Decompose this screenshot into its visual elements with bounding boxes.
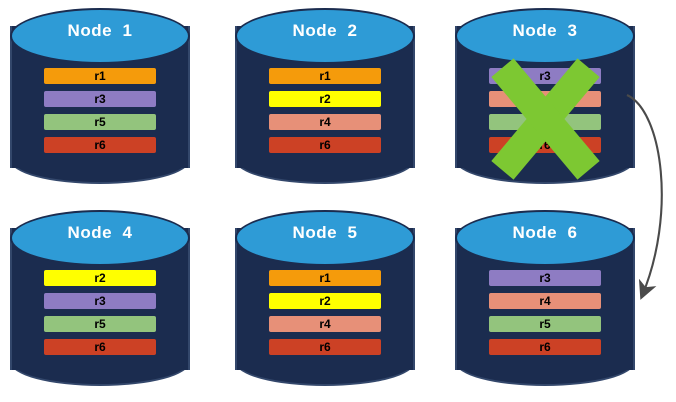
replica-bar[interactable]: r6: [269, 339, 381, 355]
node-label: Node 6: [512, 223, 578, 242]
node-label: Node 2: [292, 21, 358, 40]
replica-bar[interactable]: r4: [269, 114, 381, 130]
node-label: Node 3: [512, 21, 578, 40]
replica-bar[interactable]: r6: [44, 339, 156, 355]
replica-bar[interactable]: r5: [489, 316, 601, 332]
replica-bar[interactable]: r3: [489, 270, 601, 286]
replica-list: r1 r3 r5 r6: [44, 68, 156, 153]
replica-list: r2 r3 r5 r6: [44, 270, 156, 355]
replica-bar[interactable]: r3: [44, 91, 156, 107]
node-cylinder[interactable]: Node 6 r3 r4 r5 r6: [455, 210, 635, 388]
replica-list: r3 r4 r5 r6: [489, 270, 601, 355]
replica-bar[interactable]: r2: [44, 270, 156, 286]
cylinder-top: [235, 210, 415, 266]
replica-bar[interactable]: r6: [44, 137, 156, 153]
replica-bar[interactable]: r4: [489, 293, 601, 309]
replica-bar[interactable]: r5: [44, 114, 156, 130]
cylinder-top: [455, 210, 635, 266]
replica-bar[interactable]: r4: [269, 316, 381, 332]
replica-bar[interactable]: r1: [44, 68, 156, 84]
node-label: Node 5: [292, 223, 358, 242]
replica-list: r1 r2 r4 r6: [269, 68, 381, 153]
node-cylinder[interactable]: Node 5 r1 r2 r4 r6: [235, 210, 415, 388]
node-cylinder[interactable]: Node 1 r1 r3 r5 r6: [10, 8, 190, 186]
node-cylinder[interactable]: Node 2 r1 r2 r4 r6: [235, 8, 415, 186]
node-cylinder[interactable]: Node 4 r2 r3 r5 r6: [10, 210, 190, 388]
cylinder-top: [10, 210, 190, 266]
replica-bar[interactable]: r2: [269, 293, 381, 309]
node-label: Node 1: [67, 21, 133, 40]
replica-list: r1 r2 r4 r6: [269, 270, 381, 355]
replica-bar[interactable]: r6: [489, 339, 601, 355]
replica-bar[interactable]: r5: [44, 316, 156, 332]
replica-bar[interactable]: r2: [269, 91, 381, 107]
node-label: Node 4: [67, 223, 133, 242]
replica-bar[interactable]: r1: [269, 68, 381, 84]
replica-bar[interactable]: r1: [269, 270, 381, 286]
cylinder-top: [235, 8, 415, 64]
cylinder-top: [10, 8, 190, 64]
replica-bar[interactable]: r3: [44, 293, 156, 309]
replica-bar[interactable]: r6: [269, 137, 381, 153]
